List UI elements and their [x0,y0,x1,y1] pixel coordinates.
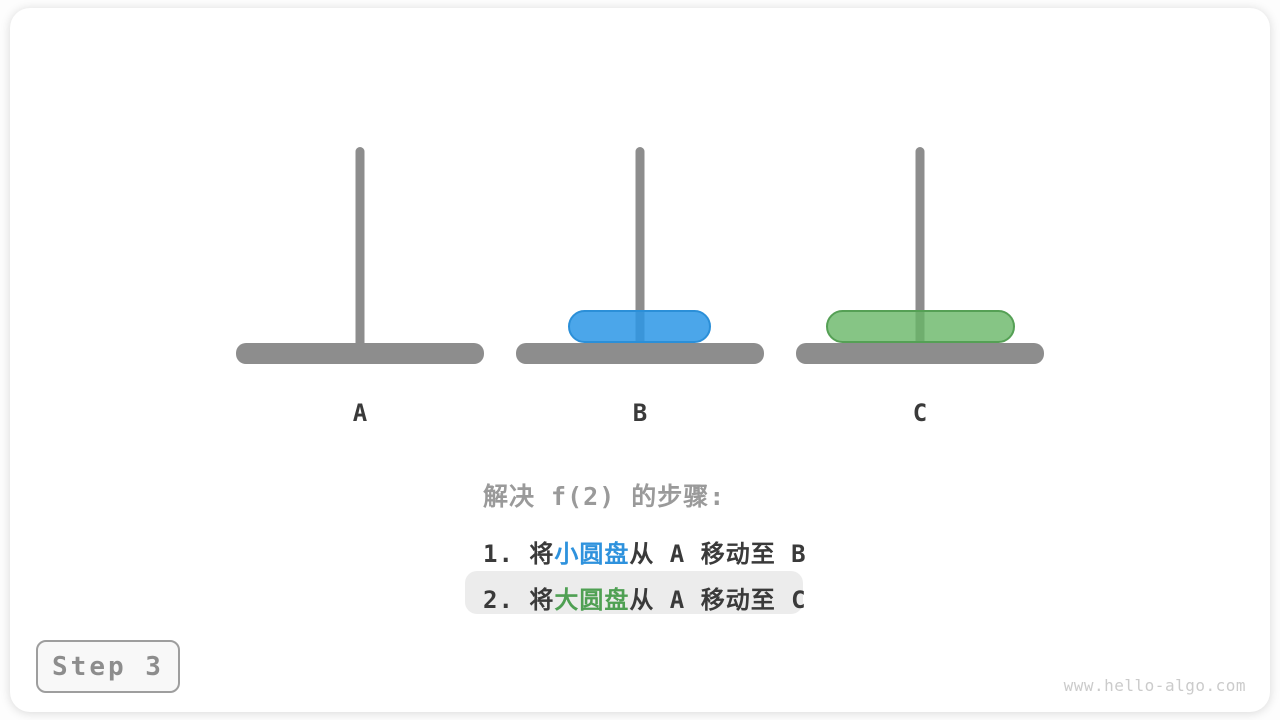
step-counter-badge: Step 3 [36,640,180,693]
peg-C-label: C [912,399,928,427]
peg-B-label: B [632,399,648,427]
peg-A-pole [355,147,365,347]
peg-B: B [516,147,764,432]
step-1-post: 从 A 移动至 B [629,540,807,568]
peg-A-base [236,343,484,364]
large-disk [826,310,1015,343]
peg-A-label: A [352,399,368,427]
step-1-pre: 1. 将 [483,540,555,568]
step-line-2: 2. 将大圆盘从 A 移动至 C [483,580,807,615]
step-1-disk-name: 小圆盘 [554,540,630,568]
peg-B-base [516,343,764,364]
peg-C: C [796,147,1044,432]
peg-C-pole [915,147,925,347]
current-step-highlight [465,571,803,614]
step-2-disk-name: 大圆盘 [554,586,630,614]
steps-heading: 解决 f(2) 的步骤: [483,482,726,511]
peg-B-pole [635,147,645,347]
step-line-1: 1. 将小圆盘从 A 移动至 B [483,534,807,569]
small-disk [568,310,711,343]
step-2-post: 从 A 移动至 C [629,586,807,614]
peg-A: A [236,147,484,432]
step-2-pre: 2. 将 [483,586,555,614]
watermark-url: www.hello-algo.com [1063,676,1246,695]
peg-C-base [796,343,1044,364]
